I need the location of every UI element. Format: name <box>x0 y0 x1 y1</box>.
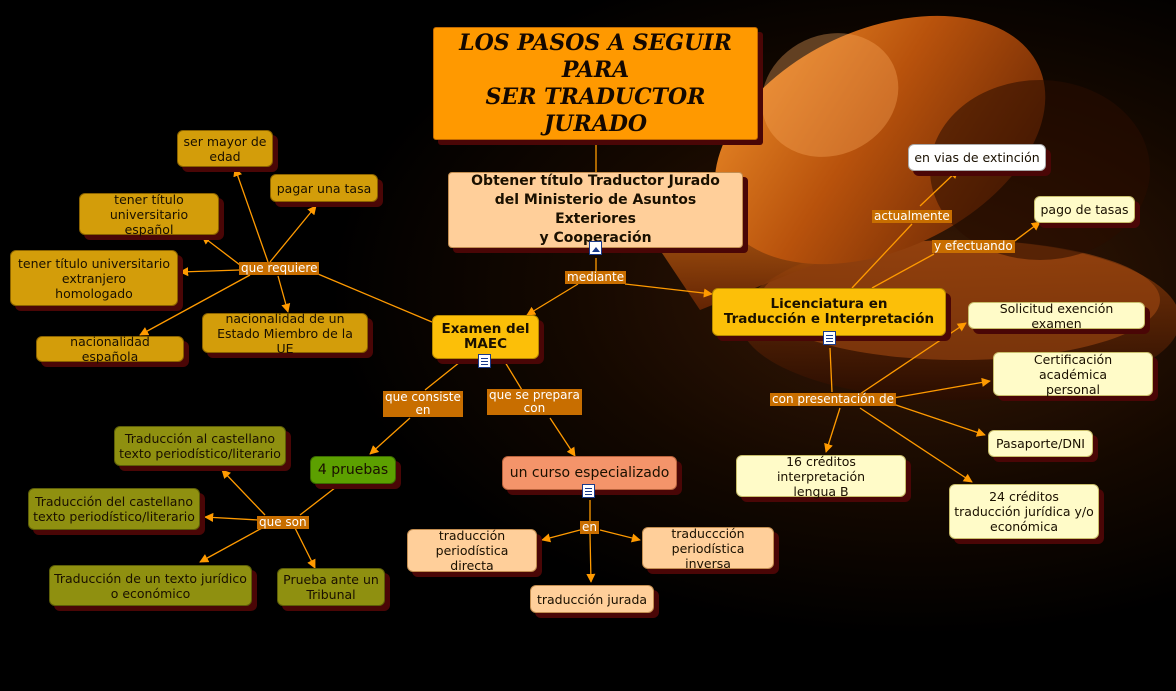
document-icon[interactable] <box>582 484 595 498</box>
requirement-nacionalidad-espanola[interactable]: nacionalidad española <box>36 334 184 364</box>
licenciatura-node[interactable]: Licenciatura en Traducción e Interpretac… <box>712 288 946 336</box>
link-label-mediante: mediante <box>565 270 627 284</box>
requirement-nacionalidad-ue[interactable]: nacionalidad de un Estado Miembro de la … <box>202 310 368 356</box>
trad-del-castellano-line1: Traducción del castellano <box>34 494 194 509</box>
link-label-que-son: que son <box>257 515 309 529</box>
creditos24-line2: traducción jurídica y/o <box>954 504 1094 519</box>
directa-line1: traducción <box>438 528 506 543</box>
solicitud-text: Solicitud exención examen <box>999 300 1114 331</box>
inversa-line1: traduccción <box>671 525 745 541</box>
link-label-en: en <box>580 520 599 534</box>
document-icon[interactable] <box>478 354 491 368</box>
examen-node[interactable]: Examen del MAEC <box>432 315 539 359</box>
certificacion-line2: personal <box>1046 381 1100 397</box>
trad-juridico-line1: Traducción de un texto jurídico <box>54 570 247 586</box>
creditos24-line1: 24 créditos <box>989 489 1059 504</box>
trad-del-castellano-line2: texto periodístico/literario <box>33 509 195 524</box>
creditos24-line3: económica <box>990 519 1058 534</box>
mayor-edad-line2: edad <box>209 148 241 164</box>
creditos16-line1: 16 créditos interpretación <box>776 453 866 484</box>
curso-traduccion-jurada[interactable]: traducción jurada <box>530 585 654 613</box>
nacionalidad-esp-text: nacionalidad española <box>70 334 150 364</box>
pago-tasas-text: pago de tasas <box>1040 202 1129 217</box>
pasaporte-node[interactable]: Pasaporte/DNI <box>988 430 1093 457</box>
creditos16-line2: lengua B <box>793 483 849 499</box>
mayor-edad-line1: ser mayor de <box>183 133 267 149</box>
tasa-text: pagar una tasa <box>276 180 372 196</box>
nacionalidad-ue-line2: Estado Miembro de la UE <box>217 325 353 356</box>
pago-tasas-node[interactable]: pago de tasas <box>1034 196 1135 223</box>
test-traduccion-al-castellano[interactable]: Traducción al castellano texto periodíst… <box>114 426 286 466</box>
link-label-que-requiere: que requiere <box>239 261 320 275</box>
licenciatura-line2: Traducción e Interpretación <box>723 311 935 327</box>
subtitle-line3: y Cooperación <box>539 230 652 246</box>
tribunal-line1: Prueba ante un <box>283 572 379 587</box>
map-title-line2: SER TRADUCTOR JURADO <box>485 83 706 137</box>
creditos-16-node[interactable]: 16 créditos interpretación lengua B <box>736 453 906 499</box>
titulo-extranjero-line2: extranjero <box>61 270 127 286</box>
requirement-tasa[interactable]: pagar una tasa <box>270 174 378 202</box>
que-consiste-line2: en <box>415 403 431 417</box>
trad-juridico-line2: o económico <box>110 585 191 601</box>
titulo-extranjero-line1: tener título universitario <box>18 255 170 271</box>
trad-castellano-line2: texto periodístico/literario <box>119 446 281 461</box>
pruebas-text: 4 pruebas <box>317 461 389 478</box>
que-se-prepara-line1: que se prepara <box>489 388 580 402</box>
curso-text: un curso especializado <box>509 464 670 481</box>
curso-traduccion-inversa[interactable]: traduccción periodística inversa <box>642 525 774 571</box>
que-se-prepara-line2: con <box>523 401 546 415</box>
pruebas-node[interactable]: 4 pruebas <box>310 456 396 484</box>
link-label-actualmente: actualmente <box>872 209 952 223</box>
trad-castellano-line1: Traducción al castellano <box>124 431 276 446</box>
map-title: LOS PASOS A SEGUIR PARA SER TRADUCTOR JU… <box>433 27 758 140</box>
test-traduccion-del-castellano[interactable]: Traducción del castellano texto periodís… <box>28 488 200 530</box>
test-traduccion-juridica[interactable]: Traducción de un texto jurídico o económ… <box>49 565 252 606</box>
creditos-24-node[interactable]: 24 créditos traducción jurídica y/o econ… <box>949 484 1099 539</box>
curso-node[interactable]: un curso especializado <box>502 456 677 490</box>
directa-line2: periodística directa <box>435 543 509 573</box>
examen-line2: MAEC <box>463 336 507 352</box>
link-label-que-consiste-en: que consiste en <box>383 391 463 417</box>
certificacion-line1: Certificación académica <box>1033 351 1113 382</box>
tribunal-line2: Tribunal <box>306 587 356 602</box>
inversa-line2: periodística inversa <box>671 540 745 571</box>
solicitud-exencion-node[interactable]: Solicitud exención examen <box>968 300 1145 331</box>
certificacion-node[interactable]: Certificación académica personal <box>993 351 1153 397</box>
pasaporte-text: Pasaporte/DNI <box>996 436 1085 451</box>
map-title-line1: LOS PASOS A SEGUIR PARA <box>459 29 732 83</box>
titulo-espanol-line1: tener título <box>114 191 184 207</box>
requirement-titulo-extranjero[interactable]: tener título universitario extranjero ho… <box>10 250 178 306</box>
link-label-y-efectuando: y efectuando <box>932 239 1015 253</box>
examen-line1: Examen del <box>441 321 530 337</box>
titulo-espanol-line2: universitario español <box>109 206 189 237</box>
extincion-text: en vias de extinción <box>914 150 1040 165</box>
link-label-con-presentacion-de: con presentación de <box>770 392 897 406</box>
link-label-que-se-prepara-con: que se prepara con <box>487 389 582 415</box>
subtitle-node[interactable]: Obtener título Traductor Jurado del Mini… <box>448 172 743 248</box>
subtitle-line2: del Ministerio de Asuntos Exteriores <box>494 192 697 227</box>
requirement-mayor-edad[interactable]: ser mayor de edad <box>177 130 273 167</box>
subtitle-line1: Obtener título Traductor Jurado <box>471 173 720 189</box>
image-icon[interactable] <box>589 241 602 255</box>
titulo-extranjero-line3: homologado <box>55 285 133 301</box>
jurada-text: traducción jurada <box>536 591 648 607</box>
licenciatura-line1: Licenciatura en <box>770 296 888 312</box>
que-consiste-line1: que consiste <box>385 390 461 404</box>
curso-traduccion-directa[interactable]: traducción periodística directa <box>407 528 537 573</box>
requirement-titulo-espanol[interactable]: tener título universitario español <box>79 191 219 237</box>
extincion-node[interactable]: en vias de extinción <box>908 144 1046 171</box>
document-icon[interactable] <box>823 331 836 345</box>
test-prueba-tribunal[interactable]: Prueba ante un Tribunal <box>277 568 385 606</box>
nacionalidad-ue-line1: nacionalidad de un <box>225 310 345 326</box>
